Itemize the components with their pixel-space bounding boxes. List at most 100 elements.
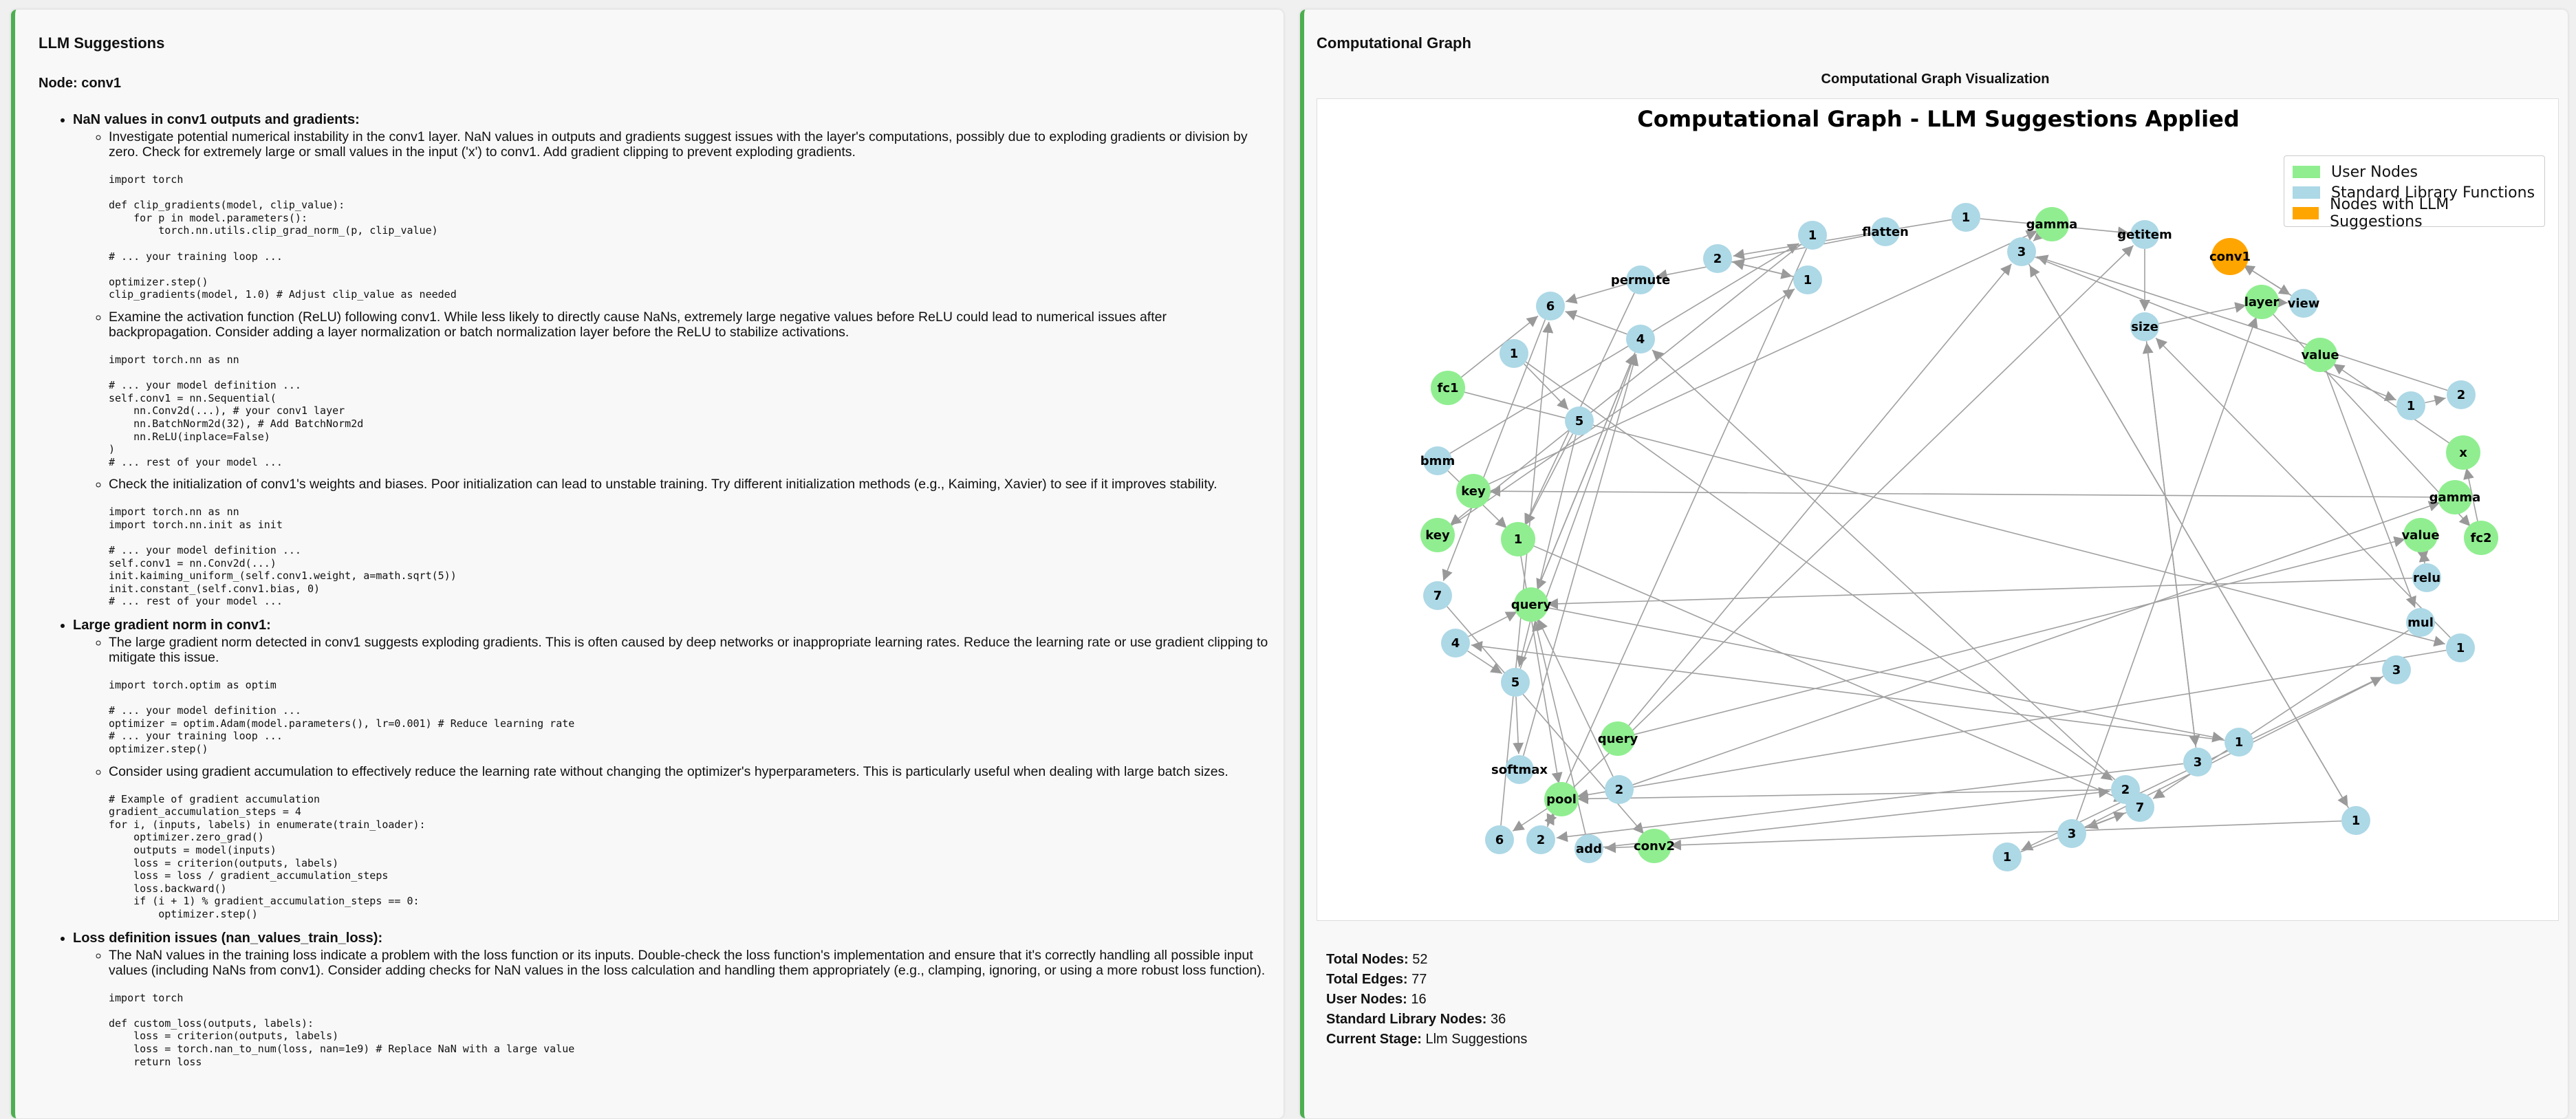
graph-node[interactable]: x [2446, 435, 2480, 470]
graph-node[interactable]: bmm [1420, 446, 1455, 475]
graph-node-circle[interactable] [2130, 312, 2159, 341]
graph-node-circle[interactable] [1536, 292, 1565, 321]
graph-node[interactable]: 1 [1793, 265, 1822, 294]
graph-node-circle[interactable] [2007, 237, 2036, 266]
graph-node[interactable]: 1 [2446, 633, 2475, 662]
graph-node[interactable]: 1 [2225, 728, 2253, 757]
graph-node-circle[interactable] [1485, 825, 1514, 854]
graph-node[interactable]: 4 [1441, 629, 1470, 658]
graph-node-circle[interactable] [2125, 793, 2154, 822]
graph-node[interactable]: 2 [1526, 825, 1555, 854]
graph-node-circle[interactable] [1993, 843, 2022, 871]
graph-node-circle[interactable] [2183, 748, 2212, 776]
graph-node-circle[interactable] [2403, 518, 2438, 552]
graph-node-circle[interactable] [1500, 339, 1528, 368]
graph-node[interactable]: add [1574, 834, 1603, 863]
graph-node-circle[interactable] [2244, 285, 2279, 319]
graph-node[interactable]: 1 [1951, 203, 1980, 232]
graph-node-circle[interactable] [1423, 446, 1452, 475]
graph-node-circle[interactable] [1441, 629, 1470, 658]
graph-node-circle[interactable] [1456, 474, 1491, 508]
graph-node[interactable]: 1 [1501, 522, 1535, 556]
graph-node[interactable]: permute [1611, 265, 1670, 294]
graph-node[interactable]: key [1456, 474, 1491, 508]
graph-node[interactable]: 3 [2057, 819, 2086, 848]
graph-node[interactable]: 7 [1423, 581, 1452, 610]
graph-node-circle[interactable] [1703, 244, 1732, 273]
graph-node[interactable]: relu [2412, 563, 2441, 592]
graph-node[interactable]: value [2301, 338, 2339, 372]
graph-node-circle[interactable] [1951, 203, 1980, 232]
graph-node-circle[interactable] [2130, 220, 2159, 249]
graph-node[interactable]: 5 [1565, 406, 1594, 435]
graph-node-circle[interactable] [1626, 265, 1655, 294]
graph-node[interactable]: 2 [1703, 244, 1732, 273]
graph-node[interactable]: fc2 [2464, 521, 2498, 555]
graph-node-circle[interactable] [1423, 581, 1452, 610]
graph-node-circle[interactable] [2057, 819, 2086, 848]
graph-node[interactable]: pool [1544, 782, 1579, 816]
graph-node[interactable]: size [2130, 312, 2159, 341]
graph-node[interactable]: query [1511, 587, 1552, 622]
graph-node[interactable]: fc1 [1431, 371, 1465, 405]
graph-node[interactable]: 1 [2341, 806, 2370, 835]
graph-node-circle[interactable] [2446, 435, 2480, 470]
graph-node[interactable]: gamma [2026, 207, 2078, 241]
graph-node-circle[interactable] [1601, 721, 1635, 756]
graph-node[interactable]: 7 [2125, 793, 2154, 822]
graph-node[interactable]: value [2401, 518, 2440, 552]
graph-node[interactable]: 6 [1536, 292, 1565, 321]
graph-node-circle[interactable] [1514, 587, 1548, 622]
graph-node[interactable]: 1 [2396, 391, 2425, 420]
graph-node[interactable]: 1 [1500, 339, 1528, 368]
graph-node[interactable]: flatten [1862, 217, 1909, 246]
graph-node-circle[interactable] [1626, 325, 1655, 354]
graph-node-circle[interactable] [2289, 289, 2318, 318]
graph-node[interactable]: layer [2244, 285, 2280, 319]
graph-node[interactable]: 2 [2447, 380, 2476, 409]
graph-node-circle[interactable] [2447, 380, 2476, 409]
graph-node-circle[interactable] [1544, 782, 1579, 816]
graph-node-circle[interactable] [2412, 563, 2441, 592]
graph-node[interactable]: view [2288, 289, 2320, 318]
graph-node-circle[interactable] [1871, 217, 1900, 246]
graph-node-circle[interactable] [1501, 668, 1530, 697]
graph-node-circle[interactable] [1798, 221, 1827, 250]
graph-node[interactable]: 3 [2382, 655, 2411, 684]
graph-node-circle[interactable] [2211, 238, 2249, 275]
graph-node[interactable]: mul [2406, 608, 2435, 637]
graph-node-circle[interactable] [1505, 755, 1534, 784]
graph-node-circle[interactable] [2341, 806, 2370, 835]
graph-node[interactable]: 3 [2183, 748, 2212, 776]
graph-node-circle[interactable] [2464, 521, 2498, 555]
graph-node[interactable]: query [1598, 721, 1638, 756]
graph-node-circle[interactable] [1637, 829, 1671, 863]
graph-node-circle[interactable] [1526, 825, 1555, 854]
graph-node-circle[interactable] [2396, 391, 2425, 420]
graph-node-circle[interactable] [1793, 265, 1822, 294]
graph-node[interactable]: 2 [1605, 775, 1634, 804]
graph-node-circle[interactable] [1605, 775, 1634, 804]
graph-node-circle[interactable] [1420, 518, 1455, 552]
graph-node-circle[interactable] [2406, 608, 2435, 637]
graph-node[interactable]: 5 [1501, 668, 1530, 697]
graph-node[interactable]: 6 [1485, 825, 1514, 854]
graph-node[interactable]: 4 [1626, 325, 1655, 354]
graph-canvas[interactable]: Computational Graph - LLM Suggestions Ap… [1317, 98, 2559, 921]
graph-node[interactable]: 1 [1798, 221, 1827, 250]
graph-node[interactable]: 1 [1993, 843, 2022, 871]
graph-node-circle[interactable] [1501, 522, 1535, 556]
graph-node-circle[interactable] [2035, 207, 2069, 241]
graph-node-circle[interactable] [1574, 834, 1603, 863]
graph-node[interactable]: 3 [2007, 237, 2036, 266]
graph-node-circle[interactable] [2225, 728, 2253, 757]
graph-node-circle[interactable] [1431, 371, 1465, 405]
graph-node-circle[interactable] [2446, 633, 2475, 662]
graph-node[interactable]: getitem [2117, 220, 2172, 249]
graph-node-circle[interactable] [2382, 655, 2411, 684]
graph-node[interactable]: conv1 [2209, 238, 2251, 275]
graph-node[interactable]: gamma [2429, 480, 2481, 514]
graph-node-circle[interactable] [1565, 406, 1594, 435]
graph-node-circle[interactable] [2438, 480, 2472, 514]
graph-node-circle[interactable] [2303, 338, 2337, 372]
